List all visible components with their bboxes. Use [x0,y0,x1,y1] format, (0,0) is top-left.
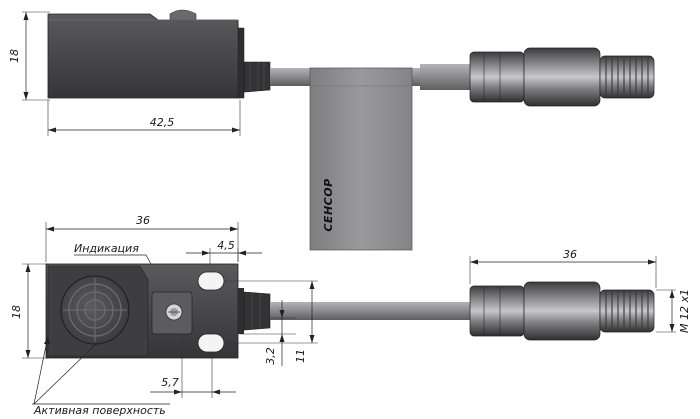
active-face-target-icon [60,275,130,345]
bottom-cable [270,302,472,320]
dim-top-height-label: 18 [8,49,21,63]
dim-hole-offset-label: 3,2 [264,347,277,365]
top-connector-threads [605,57,649,97]
dim-bottom-length: 36 [45,214,239,262]
dim-hole-spacing-label: 11 [294,349,307,363]
brand-label: СЕНСОР [322,178,335,231]
dim-bottom-height: 18 [10,263,48,359]
dim-indicator-offset: 4,5 [186,239,262,270]
dim-bottom-offset: 5,7 [150,334,236,398]
label-tag: СЕНСОР [309,67,413,251]
indicator-led [151,291,193,335]
bottom-connector-threads [605,291,649,331]
active-surface-callout: Активная поверхность [32,335,170,417]
active-surface-label: Активная поверхность [33,404,166,417]
dim-connector-length: 36 [469,248,657,288]
dim-indicator-offset-label: 4,5 [217,239,235,252]
dim-thread-label: M 12 x1 [678,289,691,333]
dim-hole-spacing: 11 [224,280,318,363]
bottom-sensor-body [45,263,271,359]
dim-top-length: 42,5 [47,100,241,136]
dim-bottom-length-label: 36 [136,214,150,227]
bottom-connector [469,281,655,341]
dim-thread: M 12 x1 [656,289,691,333]
dim-top-length-label: 42,5 [150,116,175,129]
dim-bottom-height-label: 18 [10,305,23,319]
mounting-holes [197,271,225,353]
dim-top-height: 18 [8,11,50,101]
dim-hole-offset: 3,2 [240,300,296,366]
top-connector [469,47,655,107]
top-sensor-body [47,9,271,99]
indication-label: Индикация [74,242,139,255]
dim-bottom-offset-label: 5,7 [161,376,179,389]
dim-connector-length-label: 36 [563,248,577,261]
